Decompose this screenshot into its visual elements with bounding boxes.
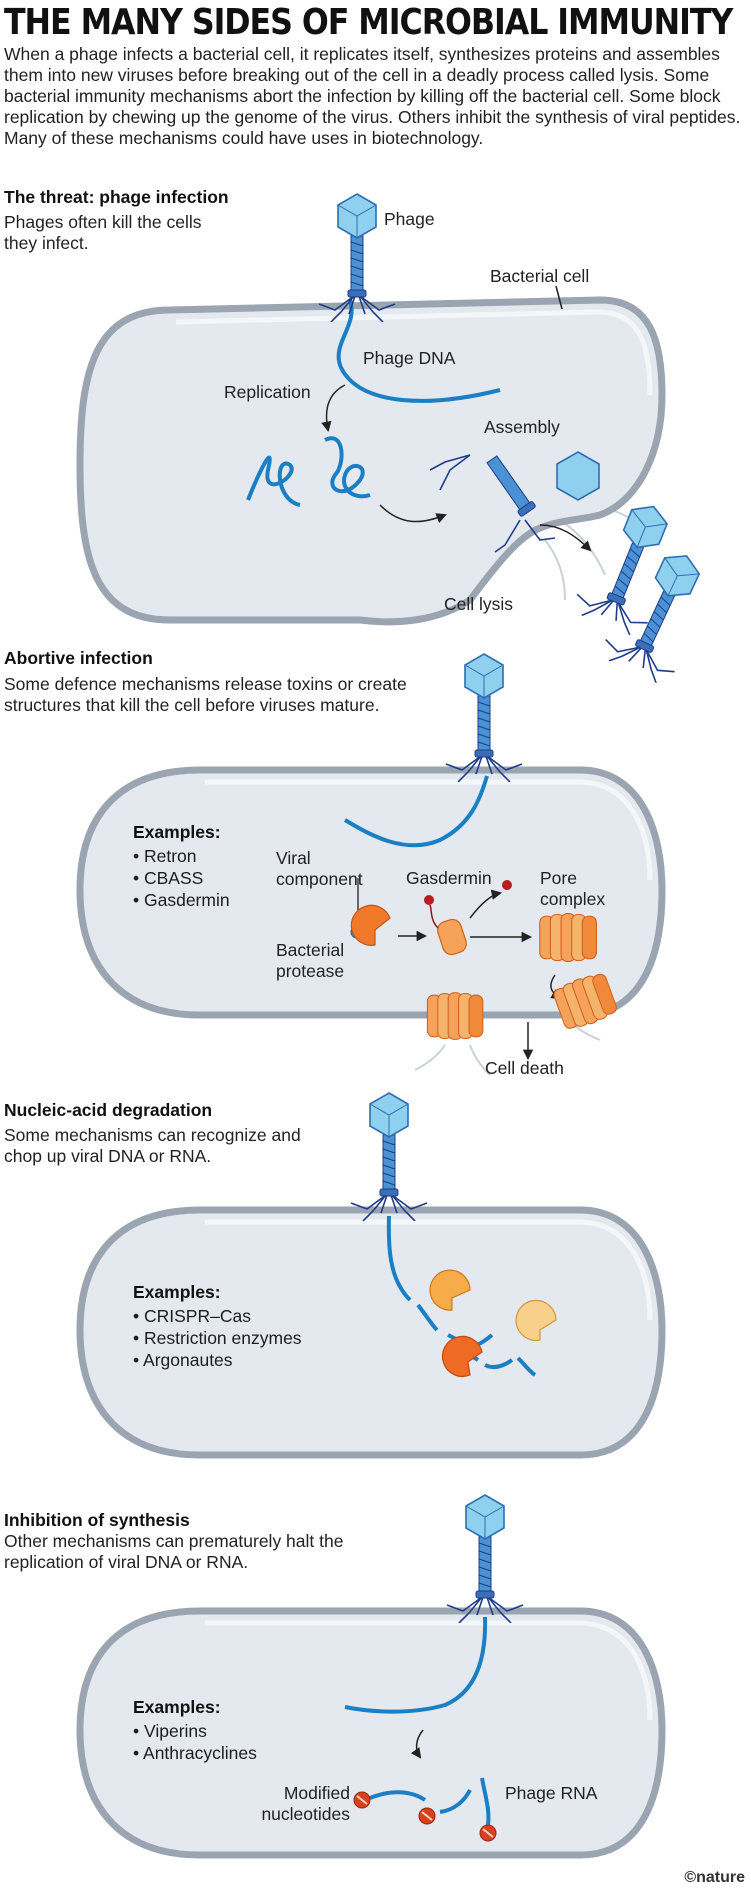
- assembling-fibers-lower: [494, 519, 556, 553]
- phage-rna-a: [369, 1790, 427, 1802]
- section-threat-desc: Phages often kill the cells they infect.: [4, 212, 202, 253]
- nuclease-light: [515, 1299, 557, 1341]
- section-nucleic-desc: Some mechanisms can recognize and chop u…: [4, 1125, 301, 1166]
- phage-rna-c: [480, 1777, 491, 1826]
- page-title: THE MANY SIDES OF MICROBIAL IMMUNITY: [4, 2, 733, 43]
- assembling-tail-fibers: [429, 454, 471, 491]
- modified-nucleotide-icon: [353, 1791, 371, 1809]
- modified-nucleotide-icon-3: [479, 1824, 497, 1842]
- replicated-dna-a: [246, 455, 301, 507]
- list-item: Gasdermin: [133, 889, 230, 911]
- phage-icon-4: [446, 1494, 524, 1623]
- label-cell-lysis: Cell lysis: [444, 594, 514, 614]
- phage-icon-2: [445, 653, 523, 782]
- bacterial-cell-1: [76, 296, 666, 626]
- label-phage: Phage: [384, 209, 435, 229]
- label-modified-nucleotides: Modified nucleotides: [261, 1783, 350, 1824]
- label-bacterial-protease: Bacterial protease: [276, 940, 345, 981]
- section-inhibition-desc: Other mechanisms can prematurely halt th…: [4, 1531, 344, 1572]
- pore-complex-icon: [539, 913, 598, 962]
- list-item: Retron: [133, 845, 230, 867]
- list-item: Viperins: [133, 1720, 257, 1742]
- section-inhibition-title: Inhibition of synthesis: [4, 1510, 190, 1530]
- section-threat-title: The threat: phage infection: [4, 187, 229, 207]
- list-item: Argonautes: [133, 1349, 302, 1371]
- phage-dna-3: [386, 1215, 412, 1302]
- replicated-dna-b: [324, 436, 371, 499]
- bacterial-cell-2: [76, 766, 666, 1019]
- modified-nucleotide-icon-2: [418, 1807, 436, 1825]
- nucleic-examples-list: CRISPR–Cas Restriction enzymes Argonaute…: [133, 1305, 302, 1371]
- credit-logo: ©nature: [684, 1869, 745, 1886]
- phage-dna-2: [343, 775, 489, 848]
- abortive-examples-heading: Examples:: [133, 822, 221, 842]
- label-replication: Replication: [224, 382, 311, 402]
- phage-dna-4: [344, 1616, 488, 1714]
- section-abortive-desc: Some defence mechanisms release toxins o…: [4, 674, 407, 715]
- inhibition-examples-list: Viperins Anthracyclines: [133, 1720, 257, 1764]
- label-phage-rna: Phage RNA: [505, 1783, 598, 1803]
- abortive-examples-list: Retron CBASS Gasdermin: [133, 845, 230, 911]
- label-gasdermin: Gasdermin: [406, 868, 492, 888]
- list-item: CRISPR–Cas: [133, 1305, 302, 1327]
- list-item: Anthracyclines: [133, 1742, 257, 1764]
- nuclease-red: [441, 1335, 483, 1378]
- section-abortive-title: Abortive infection: [4, 648, 153, 668]
- bacterial-protease: [350, 904, 391, 946]
- cleaved-fragment: [424, 895, 434, 905]
- phage-rna-b: [439, 1789, 472, 1814]
- list-item: CBASS: [133, 867, 230, 889]
- label-bacterial-cell: Bacterial cell: [490, 266, 590, 286]
- label-viral-component: Viral component: [276, 848, 363, 889]
- intro-text: When a phage infects a bacterial cell, i…: [4, 44, 741, 148]
- assembling-tail: [486, 455, 536, 517]
- bacterial-cell-4: [76, 1607, 666, 1859]
- bacterial-cell-3: [76, 1206, 666, 1459]
- label-pore-complex: Pore complex: [540, 868, 606, 909]
- nucleic-examples-heading: Examples:: [133, 1282, 221, 1302]
- nuclease-orange: [429, 1269, 471, 1311]
- gasdermin-protein: [437, 918, 467, 956]
- membrane-pore-left: [426, 992, 484, 1040]
- released-fragment: [502, 880, 512, 890]
- section-nucleic-title: Nucleic-acid degradation: [4, 1100, 213, 1120]
- inhibition-examples-heading: Examples:: [133, 1697, 221, 1717]
- list-item: Restriction enzymes: [133, 1327, 302, 1349]
- label-cell-death: Cell death: [485, 1058, 564, 1078]
- assembled-capsid: [556, 451, 600, 501]
- phage-dna-1: [336, 299, 501, 403]
- label-phage-dna: Phage DNA: [363, 348, 456, 368]
- label-assembly: Assembly: [484, 417, 560, 437]
- phage-icon-3: [350, 1092, 428, 1221]
